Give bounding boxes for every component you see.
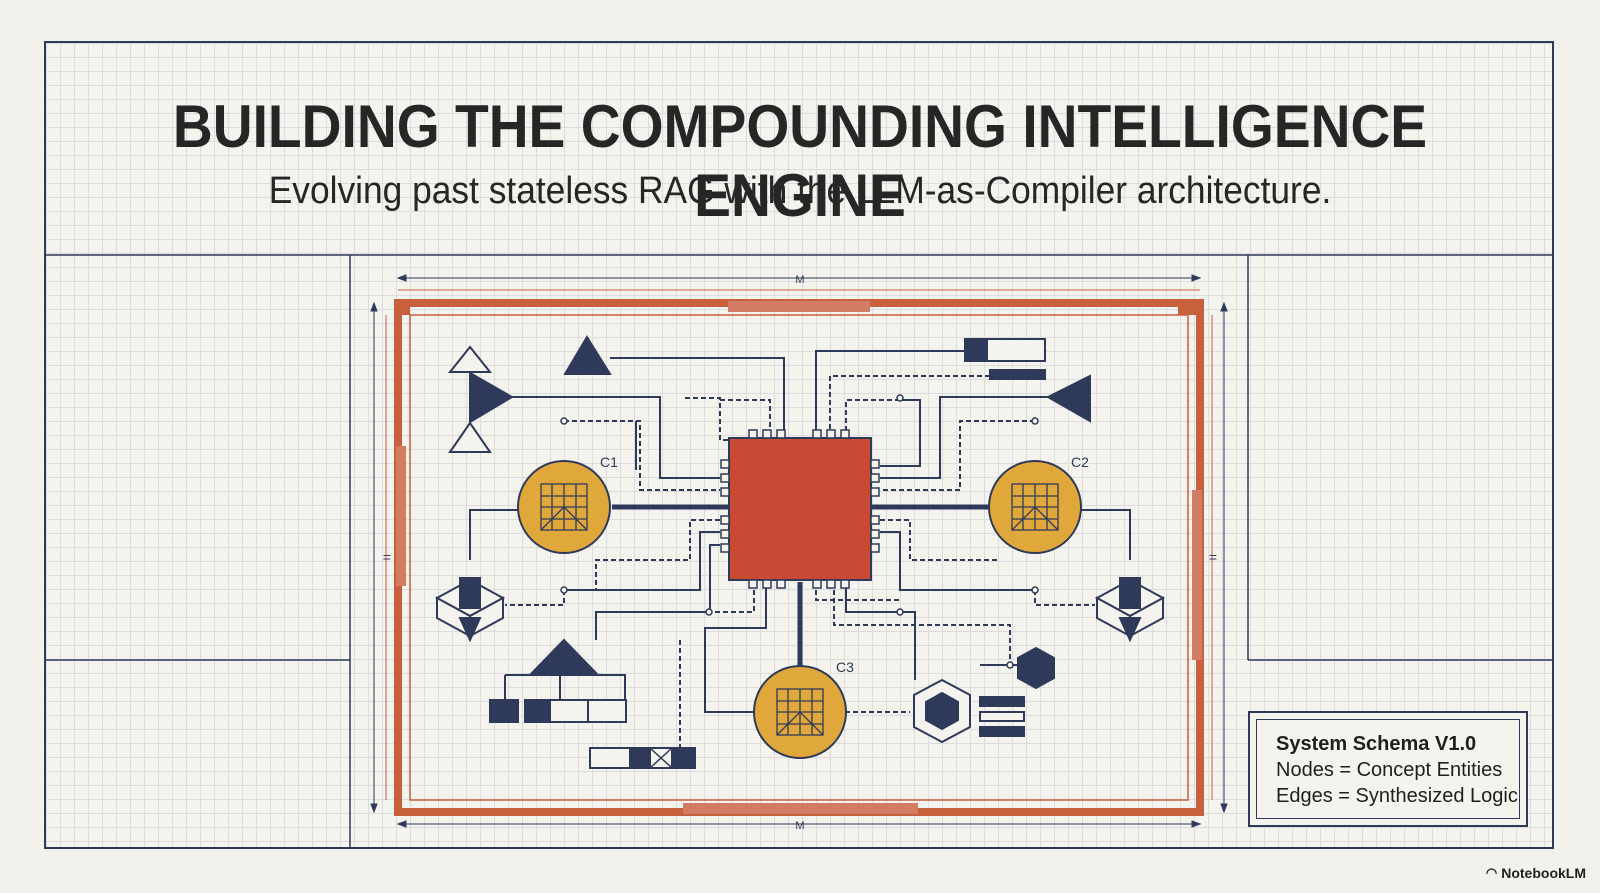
node-c3-label: C3	[836, 659, 854, 675]
brand-watermark: ◠ NotebookLM	[1486, 865, 1586, 881]
dim-label-bottom: M	[795, 820, 804, 832]
cube-left-icon	[434, 577, 506, 643]
legend-text: System Schema V1.0 Nodes = Concept Entit…	[1276, 731, 1518, 809]
triangle-up-icon	[563, 335, 612, 375]
legend-line-edges: Edges = Synthesized Logic	[1276, 785, 1518, 807]
connection-traces	[469, 350, 1131, 755]
block-module-bottom-left	[589, 747, 696, 769]
node-c1-label: C1	[600, 454, 618, 470]
page-subtitle: Evolving past stateless RAG with the LLM…	[268, 170, 1332, 212]
triangle-outline-top-icon	[447, 345, 493, 373]
legend-title: System Schema V1.0	[1276, 733, 1477, 755]
accent-dimension-lines	[385, 289, 1213, 800]
brand-label: NotebookLM	[1501, 865, 1586, 881]
hexagon-node-icon	[913, 678, 1025, 744]
board-frame	[394, 299, 1204, 816]
hierarchy-tree-icon	[489, 638, 627, 723]
node-c3	[753, 665, 847, 759]
node-c2-label: C2	[1071, 454, 1089, 470]
processor-core	[720, 429, 880, 589]
dim-label-right: =	[1209, 549, 1217, 565]
legend-line-nodes: Nodes = Concept Entities	[1276, 759, 1503, 781]
dim-label-left: =	[383, 549, 391, 565]
schema-legend: System Schema V1.0 Nodes = Concept Entit…	[1248, 711, 1528, 827]
page-title: BUILDING THE COMPOUNDING INTELLIGENCE EN…	[172, 93, 1428, 229]
notebooklm-logo-icon: ◠	[1485, 865, 1498, 880]
triangle-left-icon	[1045, 374, 1091, 423]
triangle-right-icon	[469, 371, 514, 424]
peripheral-symbols	[434, 335, 1166, 769]
junction-dots	[560, 394, 1039, 669]
triangle-outline-bottom-icon	[448, 421, 492, 453]
legend-inner-border	[1256, 719, 1520, 819]
small-hexagon-icon	[1017, 646, 1055, 690]
panel-dividers	[44, 254, 1554, 849]
node-c1	[517, 460, 611, 554]
node-c2	[988, 460, 1082, 554]
cube-right-icon	[1094, 577, 1166, 643]
dimension-lines	[370, 274, 1228, 828]
dim-label-top: M	[795, 274, 804, 286]
